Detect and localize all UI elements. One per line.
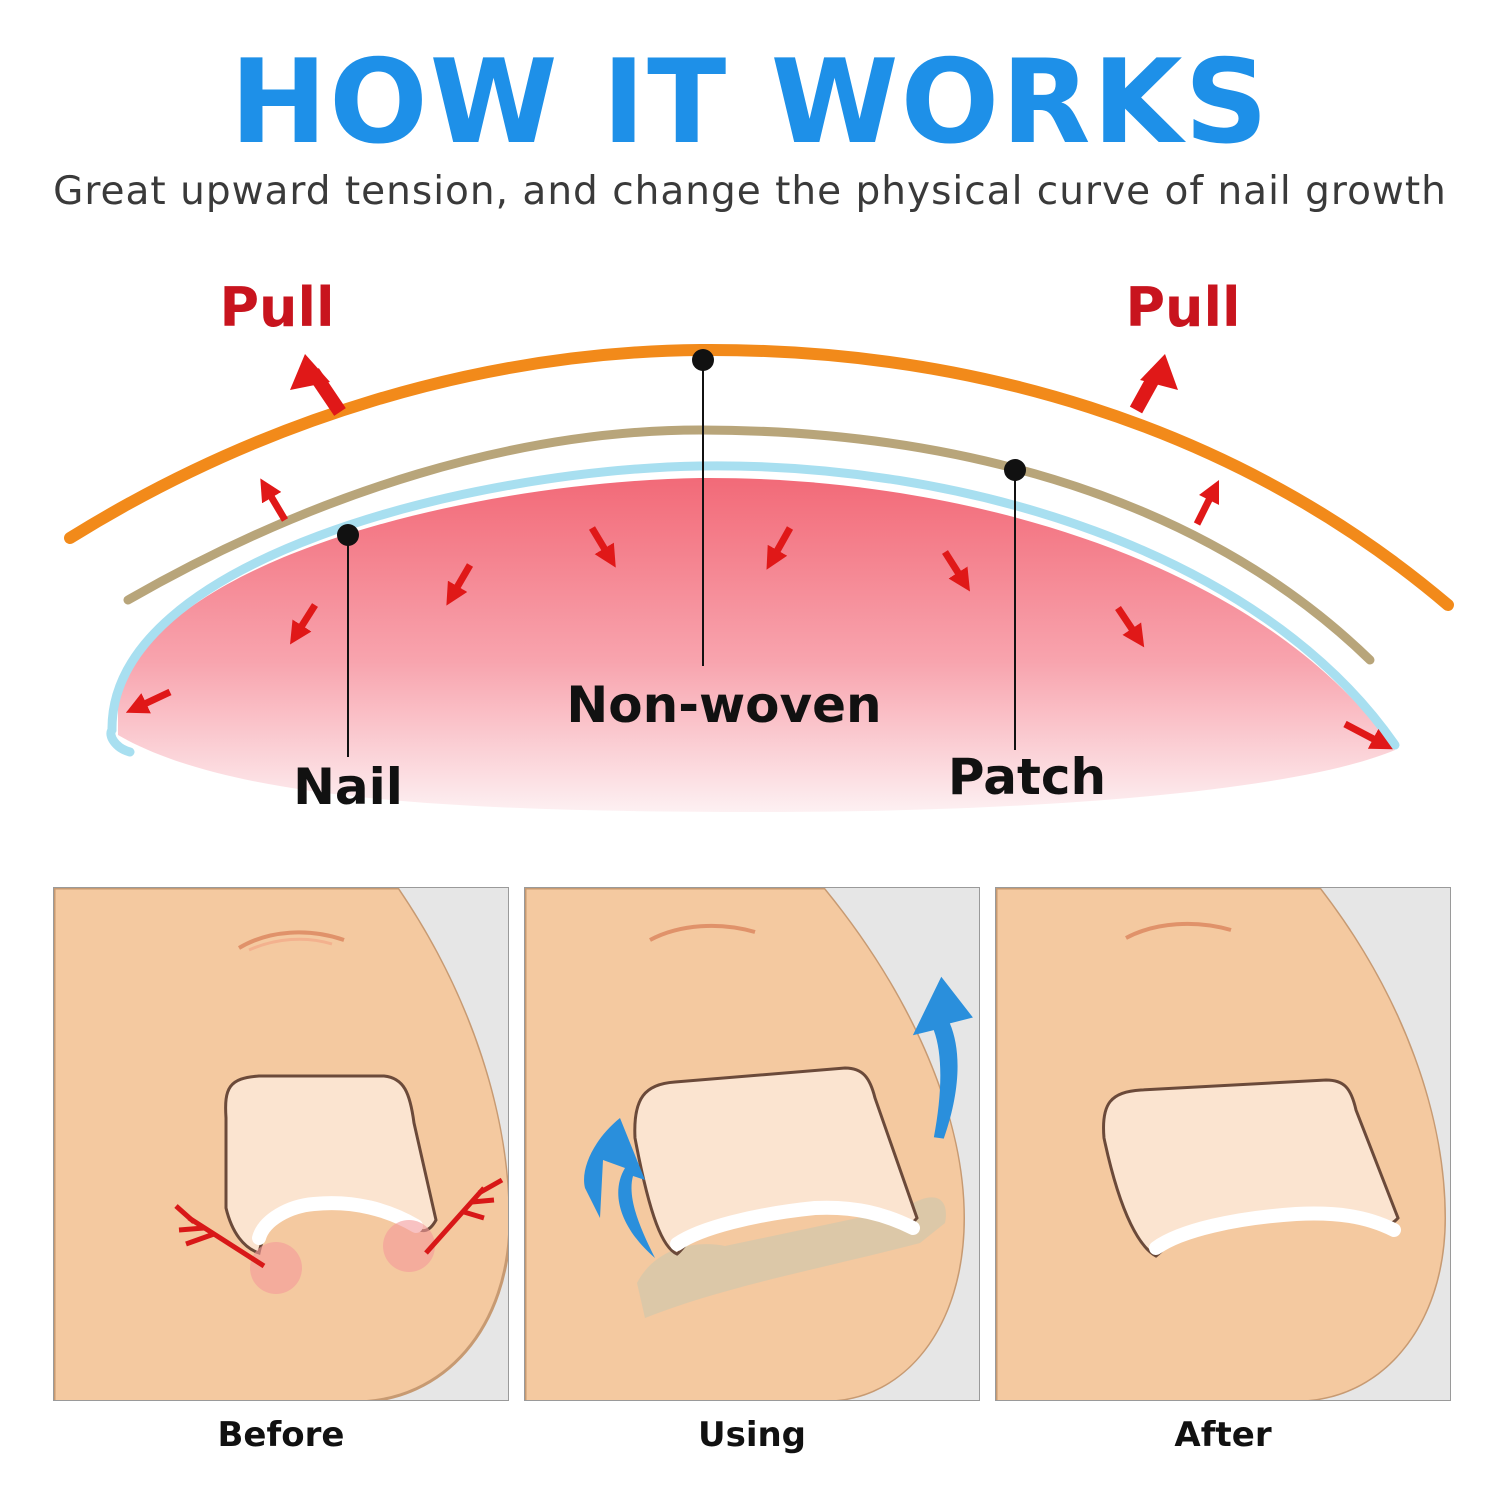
before-panel — [53, 887, 509, 1401]
page-subtitle: Great upward tension, and change the phy… — [53, 169, 1447, 214]
non-woven-line — [64, 343, 1454, 611]
nail-outline — [107, 461, 1400, 750]
nail-cross-section-diagram: Pull Pull Non-woven Nail Patch — [64, 276, 1454, 816]
toe-after-illustration — [996, 888, 1450, 1400]
up-arrow-small-icon — [260, 478, 289, 522]
lift-arrow-left-icon — [584, 1118, 655, 1258]
toe-before-illustration — [54, 888, 508, 1400]
page-title: HOW IT WORKS — [229, 35, 1271, 170]
nail-bed-shape — [118, 477, 1395, 812]
patch-strip-shape — [637, 1197, 946, 1318]
down-arrow-icon — [588, 526, 616, 568]
pull-arrow-left-icon — [290, 354, 346, 416]
toe-using-illustration — [525, 888, 979, 1400]
pain-arrow-left-icon — [174, 1204, 266, 1269]
down-arrow-icon — [446, 563, 474, 606]
pull-arrow-right-icon — [1129, 354, 1178, 414]
side-arrow-left-icon — [125, 688, 172, 714]
using-panel — [524, 887, 980, 1401]
up-arrow-small-icon — [1193, 479, 1220, 526]
lift-arrow-right-icon — [912, 976, 973, 1139]
non-woven-pointer-dot — [692, 349, 714, 371]
before-caption: Before — [217, 1415, 345, 1455]
down-arrow-icon — [1115, 606, 1145, 648]
side-arrow-right-icon — [1343, 720, 1393, 750]
pain-arrow-right-icon — [424, 1177, 504, 1255]
using-caption: Using — [697, 1415, 807, 1455]
nail-pointer-dot — [337, 524, 359, 546]
non-woven-label: Non-woven — [566, 676, 881, 734]
down-arrow-icon — [290, 603, 318, 645]
down-arrow-icon — [942, 550, 970, 592]
patch-label: Patch — [948, 748, 1106, 806]
down-arrow-icon — [766, 526, 794, 570]
after-panel — [995, 887, 1451, 1401]
pull-label-left: Pull — [219, 276, 334, 339]
patch-pointer-dot — [1004, 459, 1026, 481]
patch-line — [123, 425, 1375, 665]
nail-label: Nail — [293, 758, 403, 816]
after-caption: After — [1174, 1415, 1272, 1455]
pull-label-right: Pull — [1125, 276, 1240, 339]
